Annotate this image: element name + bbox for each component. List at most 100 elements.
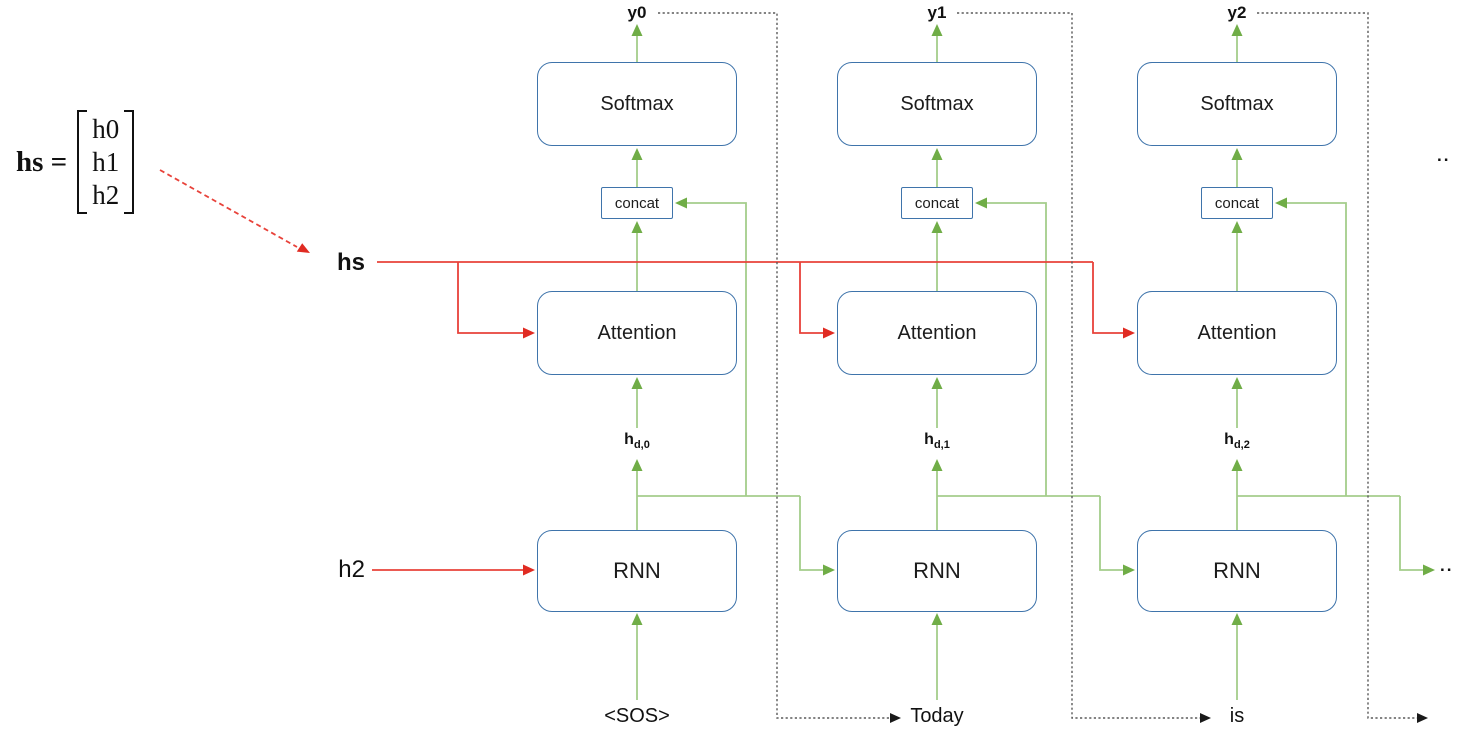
- concat-label-0: concat: [614, 194, 660, 212]
- green-arrowheads: [631, 24, 1435, 625]
- y2-feedback-line: [1257, 12, 1417, 719]
- input-token-2: is: [1229, 705, 1245, 727]
- softmax-label-0: Softmax: [600, 92, 674, 115]
- hs-matrix: hs = h0 h1 h2: [16, 110, 135, 214]
- arrowhead-up: [1231, 613, 1243, 625]
- arrowhead-left: [1275, 197, 1287, 209]
- arrowhead-right: [1200, 713, 1211, 723]
- arrowhead-right: [823, 564, 835, 576]
- hs-line-label: hs: [336, 249, 365, 276]
- hidden-sub-2: d,2: [1233, 439, 1250, 452]
- softmax-box-2: Softmax: [1137, 62, 1337, 146]
- arrowhead-up: [931, 377, 943, 389]
- hidden-sub-1: d,1: [933, 439, 950, 452]
- branch-to-next-rnn-1: [1099, 496, 1126, 571]
- continuation-ellipsis-bottom: ..: [1440, 556, 1454, 575]
- hs-branch-0: [457, 262, 526, 334]
- arrowhead-left: [975, 197, 987, 209]
- arrowhead-up: [631, 221, 643, 233]
- branch-to-concat-2: [1285, 202, 1347, 496]
- arrowhead-right: [1417, 713, 1428, 723]
- matrix-to-hs-dashed: [159, 169, 298, 248]
- attention-box-1: Attention: [837, 291, 1037, 375]
- attention-label-0: Attention: [597, 321, 677, 344]
- feedback-arrowheads: [890, 713, 1428, 723]
- attention-label-2: Attention: [1197, 321, 1277, 344]
- matrix-bracket-right: [124, 110, 135, 214]
- softmax-label-1: Softmax: [900, 92, 974, 115]
- hs-branch-2: [1092, 262, 1126, 334]
- output-label-y2: y2: [1227, 3, 1247, 22]
- rnn-label-0: RNN: [613, 558, 661, 583]
- arrowhead-up: [631, 377, 643, 389]
- dotted-feedback-lines: [658, 12, 1417, 719]
- hs-matrix-label: hs =: [16, 145, 68, 178]
- arrowhead-up: [931, 148, 943, 160]
- arrowhead-up: [1231, 377, 1243, 389]
- matrix-entry-h0: h0: [92, 113, 120, 144]
- attention-box-2: Attention: [1137, 291, 1337, 375]
- arrowhead-right: [1123, 327, 1135, 339]
- concat-label-1: concat: [914, 194, 960, 212]
- arrowhead-up: [931, 613, 943, 625]
- branch-to-next-rnn-0: [799, 496, 826, 571]
- output-label-y1: y1: [927, 3, 947, 22]
- concat-box-2: concat: [1201, 187, 1273, 219]
- rnn-label-1: RNN: [913, 558, 961, 583]
- branch-to-concat-1: [985, 202, 1047, 496]
- arrowhead-up: [1231, 221, 1243, 233]
- input-token-1: Today: [910, 705, 964, 727]
- hs-branch-1: [799, 262, 826, 334]
- matrix-entry-h1: h1: [92, 146, 120, 177]
- rnn-box-1: RNN: [837, 530, 1037, 612]
- h2-input-label: h2: [338, 556, 365, 583]
- arrowhead-left: [675, 197, 687, 209]
- red-connectors: [159, 169, 1126, 571]
- matrix-entry-h2: h2: [92, 179, 120, 210]
- y0-feedback-line: [658, 12, 890, 719]
- arrowhead-right: [1123, 564, 1135, 576]
- continuation-ellipsis-top: ..: [1437, 146, 1451, 165]
- hidden-state-label-1: hd,1: [892, 431, 982, 451]
- hidden-state-label-2: hd,2: [1192, 431, 1282, 451]
- arrowhead-diag: [296, 243, 310, 253]
- arrowhead-up: [931, 24, 943, 36]
- hidden-base-1: h: [924, 431, 934, 448]
- arrowhead-up: [1231, 459, 1243, 471]
- arrowhead-right: [823, 327, 835, 339]
- arrowhead-up: [631, 24, 643, 36]
- arrowhead-up: [931, 459, 943, 471]
- arrowhead-right: [890, 713, 901, 723]
- hidden-base-0: h: [624, 431, 634, 448]
- attention-box-0: Attention: [537, 291, 737, 375]
- arrowhead-up: [631, 148, 643, 160]
- hidden-state-label-0: hd,0: [592, 431, 682, 451]
- branch-to-next-rnn-2: [1399, 496, 1426, 571]
- arrowhead-up: [931, 221, 943, 233]
- arrowhead-right: [1423, 564, 1435, 576]
- rnn-label-2: RNN: [1213, 558, 1261, 583]
- matrix-entries: h0 h1 h2: [87, 113, 124, 212]
- hidden-base-2: h: [1224, 431, 1234, 448]
- attention-label-1: Attention: [897, 321, 977, 344]
- input-token-0: <SOS>: [604, 705, 670, 727]
- softmax-label-2: Softmax: [1200, 92, 1274, 115]
- hidden-sub-0: d,0: [633, 439, 650, 452]
- softmax-box-0: Softmax: [537, 62, 737, 146]
- arrowhead-up: [1231, 24, 1243, 36]
- matrix-bracket-left: [77, 110, 88, 214]
- output-label-y0: y0: [627, 3, 647, 22]
- concat-label-2: concat: [1214, 194, 1260, 212]
- softmax-box-1: Softmax: [837, 62, 1037, 146]
- rnn-box-2: RNN: [1137, 530, 1337, 612]
- concat-box-1: concat: [901, 187, 973, 219]
- branch-to-concat-0: [685, 202, 747, 496]
- concat-box-0: concat: [601, 187, 673, 219]
- arrowhead-right: [523, 564, 535, 576]
- rnn-box-0: RNN: [537, 530, 737, 612]
- arrowhead-up: [631, 613, 643, 625]
- green-connectors: [636, 35, 1426, 700]
- y1-feedback-line: [957, 12, 1200, 719]
